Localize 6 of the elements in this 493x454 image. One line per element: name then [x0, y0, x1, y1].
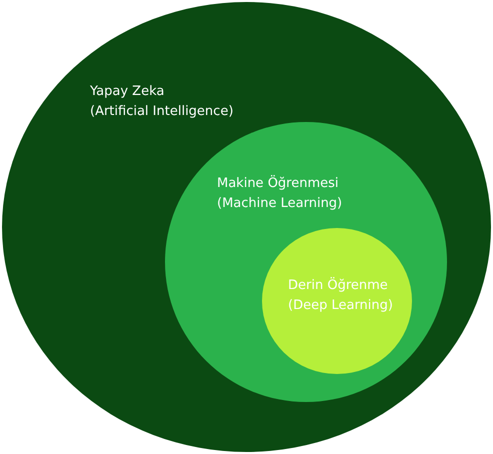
- circle-title: Derin Öğrenme: [288, 276, 388, 295]
- circle-title: Makine Öğrenmesi: [217, 174, 339, 193]
- circle-title: Yapay Zeka: [90, 83, 164, 101]
- circle-subtitle: (Deep Learning): [288, 297, 393, 315]
- circle-subtitle: (Artificial Intelligence): [90, 103, 234, 121]
- circle-subtitle: (Machine Learning): [217, 195, 342, 213]
